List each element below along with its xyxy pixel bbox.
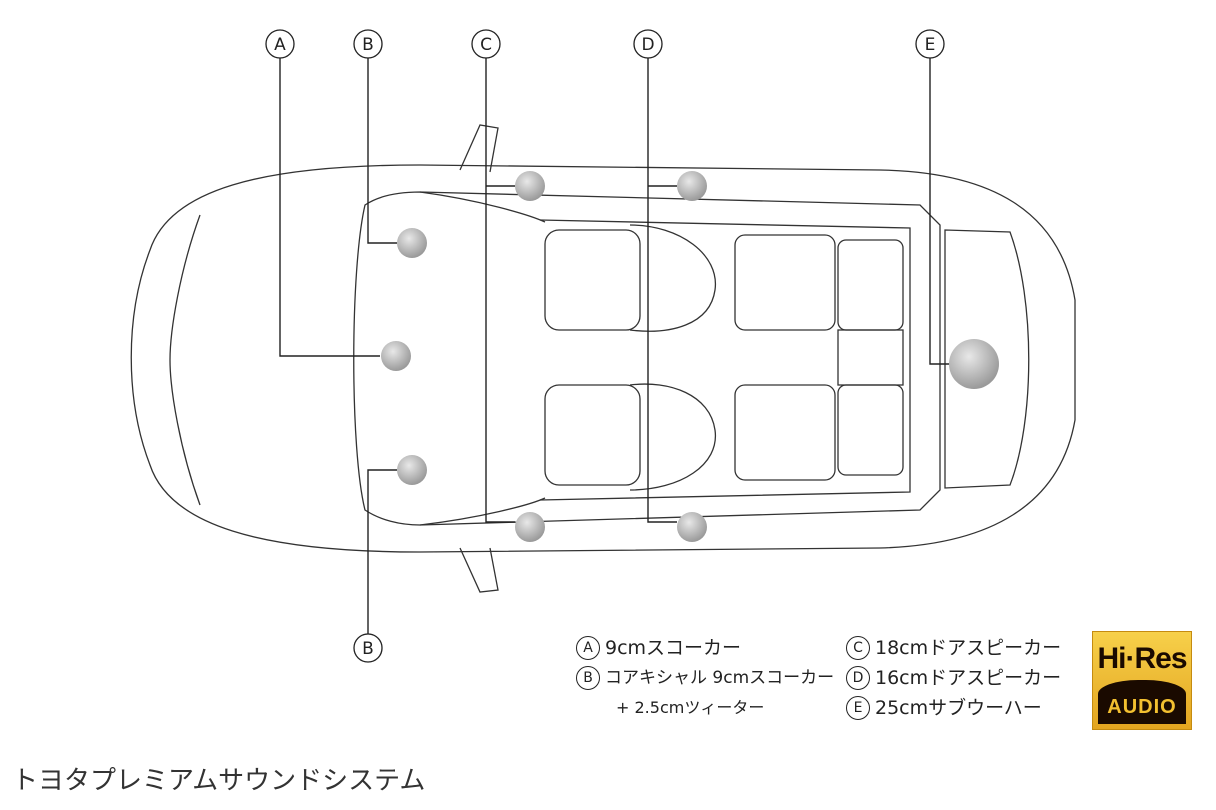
marker-a: A bbox=[274, 35, 286, 55]
car-outline bbox=[130, 124, 1076, 593]
legend-key: D bbox=[846, 666, 870, 690]
speakers bbox=[381, 171, 999, 542]
speaker-c-top bbox=[515, 171, 545, 201]
marker-b-bottom: B bbox=[362, 639, 374, 659]
logo-top-text: Hi·Res bbox=[1097, 642, 1187, 675]
speaker-b-front bbox=[397, 228, 427, 258]
legend-text: 25cmサブウーハー bbox=[875, 697, 1042, 719]
legend-key: A bbox=[576, 636, 600, 660]
legend-text: 18cmドアスピーカー bbox=[875, 637, 1062, 659]
speaker-e-subwoofer bbox=[949, 339, 999, 389]
legend-text: 16cmドアスピーカー bbox=[875, 667, 1062, 689]
legend-item-b-sub: + 2.5cmツィーター bbox=[616, 698, 765, 717]
marker-c: C bbox=[480, 35, 492, 55]
speaker-a bbox=[381, 341, 411, 371]
legend-key: B bbox=[576, 666, 600, 690]
legend-key: C bbox=[846, 636, 870, 660]
leader-lines bbox=[279, 58, 950, 634]
speaker-d-top bbox=[677, 171, 707, 201]
legend-text: コアキシャル 9cmスコーカー bbox=[605, 668, 835, 688]
marker-d: D bbox=[641, 35, 654, 55]
marker-b-top: B bbox=[362, 35, 374, 55]
hi-res-audio-logo: Hi·Res AUDIO bbox=[1092, 631, 1192, 730]
caption: トヨタプレミアムサウンドシステム bbox=[12, 766, 426, 796]
car-speaker-diagram: A B C D E B bbox=[130, 29, 1076, 663]
speaker-b-rear bbox=[397, 455, 427, 485]
legend-text: 9cmスコーカー bbox=[605, 637, 742, 659]
logo-bottom-band: AUDIO bbox=[1098, 680, 1186, 724]
logo-bottom-text: AUDIO bbox=[1107, 696, 1177, 718]
legend-key: E bbox=[846, 696, 870, 720]
markers bbox=[265, 29, 945, 663]
speaker-d-bottom bbox=[677, 512, 707, 542]
marker-e: E bbox=[925, 35, 936, 55]
speaker-c-bottom bbox=[515, 512, 545, 542]
